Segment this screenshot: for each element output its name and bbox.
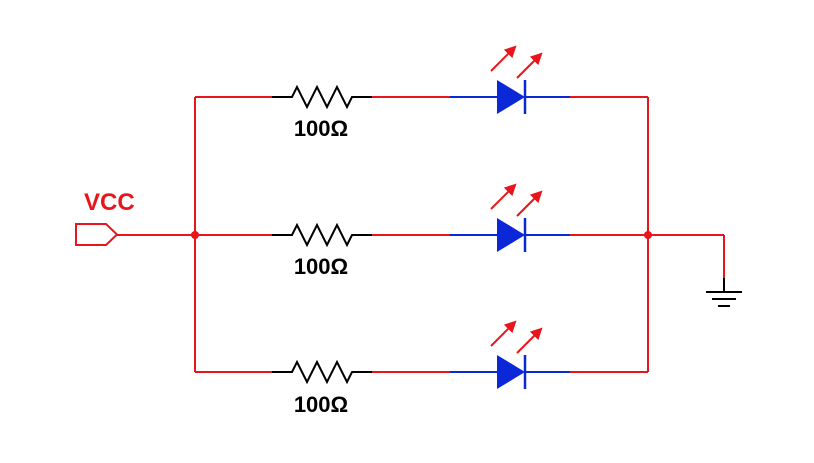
resistor-symbol: [272, 359, 372, 385]
led-2: [450, 183, 570, 252]
branch-3: 100Ω: [272, 320, 570, 417]
led-emission-arrow-icon: [490, 45, 517, 72]
vcc-port-symbol: [75, 223, 119, 246]
led-triangle: [497, 218, 525, 252]
led-1: [450, 45, 570, 114]
branch-1: 100Ω: [272, 45, 570, 141]
resistor-3-value: 100Ω: [294, 392, 348, 417]
junction-left: [191, 231, 199, 239]
led-emission-arrow-icon: [490, 183, 517, 210]
ground-icon: [706, 278, 742, 307]
junction-right: [644, 231, 652, 239]
resistor-symbol: [272, 84, 372, 110]
led-triangle: [497, 355, 525, 389]
resistor-2-value: 100Ω: [294, 254, 348, 279]
wires: [117, 96, 725, 373]
led-emission-arrow-icon: [516, 52, 543, 79]
branch-2: 100Ω: [272, 183, 570, 279]
led-triangle: [497, 80, 525, 114]
led-emission-arrow-icon: [490, 320, 517, 347]
resistor-symbol: [272, 222, 372, 248]
led-emission-arrow-icon: [516, 190, 543, 217]
resistor-2: 100Ω: [272, 222, 372, 279]
vcc-label: VCC: [84, 189, 135, 216]
resistor-1-value: 100Ω: [294, 116, 348, 141]
led-3: [450, 320, 570, 389]
resistor-1: 100Ω: [272, 84, 372, 141]
resistor-3: 100Ω: [272, 359, 372, 417]
led-emission-arrow-icon: [516, 327, 543, 354]
vcc-port: VCC: [75, 189, 135, 246]
